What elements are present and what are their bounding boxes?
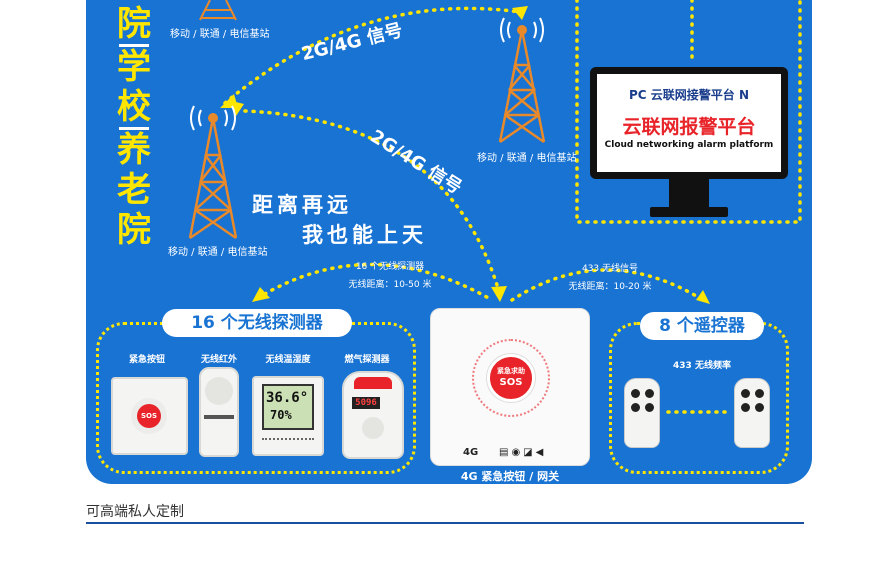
tower-label: 移动 / 联通 / 电信基站 [168,247,268,258]
remote-control [624,378,660,448]
emergency-button-device: SOS [111,377,188,455]
platform-subtitle: Cloud networking alarm platform [604,140,774,150]
device-label: 燃气探测器 [344,355,390,365]
sos-button-face: SOS [137,404,161,428]
sos-button-line-1: 紧急求助 [497,367,525,375]
venue-hospital: 院 [117,4,151,44]
monitor-stand [669,179,709,207]
divider [119,127,149,130]
slogan-line-2: 我也能上天 [302,223,427,247]
thermo-temp: 36.6° [266,390,309,406]
link-label: 无线距离：10-20 米 [568,282,652,292]
tower-icon [199,0,237,21]
platform-name: PC 云联网接警平台 N [628,88,749,102]
remote-control [734,378,770,448]
link-label: 16 个无线探测器 [355,262,425,272]
remote-frequency: 433 无线频率 [673,361,731,371]
slogan-line-1: 距离再远 [252,193,352,217]
gateway-status-icons: ▤◉◪◀ [499,447,547,458]
tower-icon [188,105,238,240]
divider [119,44,149,47]
platform-title: 云联网报警平台 [622,116,756,138]
gas-detector-device: 5096 [342,371,404,459]
monitor: PC 云联网接警平台 N 云联网报警平台 Cloud networking al… [590,67,788,179]
venue-school: 学校 [117,47,151,127]
link-label: 无线距离：10-50 米 [348,280,432,290]
venue-elderly-home: 养老院 [117,130,151,250]
footer-divider [86,522,804,524]
gateway-label: 4G 紧急按钮 / 网关 [460,470,560,483]
tower-label: 移动 / 联通 / 电信基站 [170,29,270,40]
gateway-network-text: 4G [463,447,479,458]
gateway-sos-button: 紧急求助 SOS [487,354,535,402]
thermo-humidity: 70% [270,408,292,422]
thermo-hygrometer-device: 36.6° 70% [252,376,324,456]
venue-list: 院 学校 养老院 [114,4,154,250]
device-label: 无线温湿度 [265,355,311,365]
sos-button-line-2: SOS [499,377,523,388]
remote-title: 8 个遥控器 [640,312,764,340]
device-label: 紧急按钮 [128,355,165,365]
tower-icon [498,17,546,144]
tower-label: 移动 / 联通 / 电信基站 [477,153,577,164]
gas-display: 5096 [352,397,380,409]
footer-text: 可高端私人定制 [86,504,184,520]
monitor-base [650,207,728,217]
link-label: 433 无线信号 [581,264,639,274]
pir-detector-device [199,367,239,457]
gateway-device: 紧急求助 SOS 4G ▤◉◪◀ [430,308,590,466]
monitor-screen: PC 云联网接警平台 N 云联网报警平台 Cloud networking al… [597,74,781,172]
detector-title: 16 个无线探测器 [162,309,352,337]
device-label: 无线红外 [200,355,237,365]
